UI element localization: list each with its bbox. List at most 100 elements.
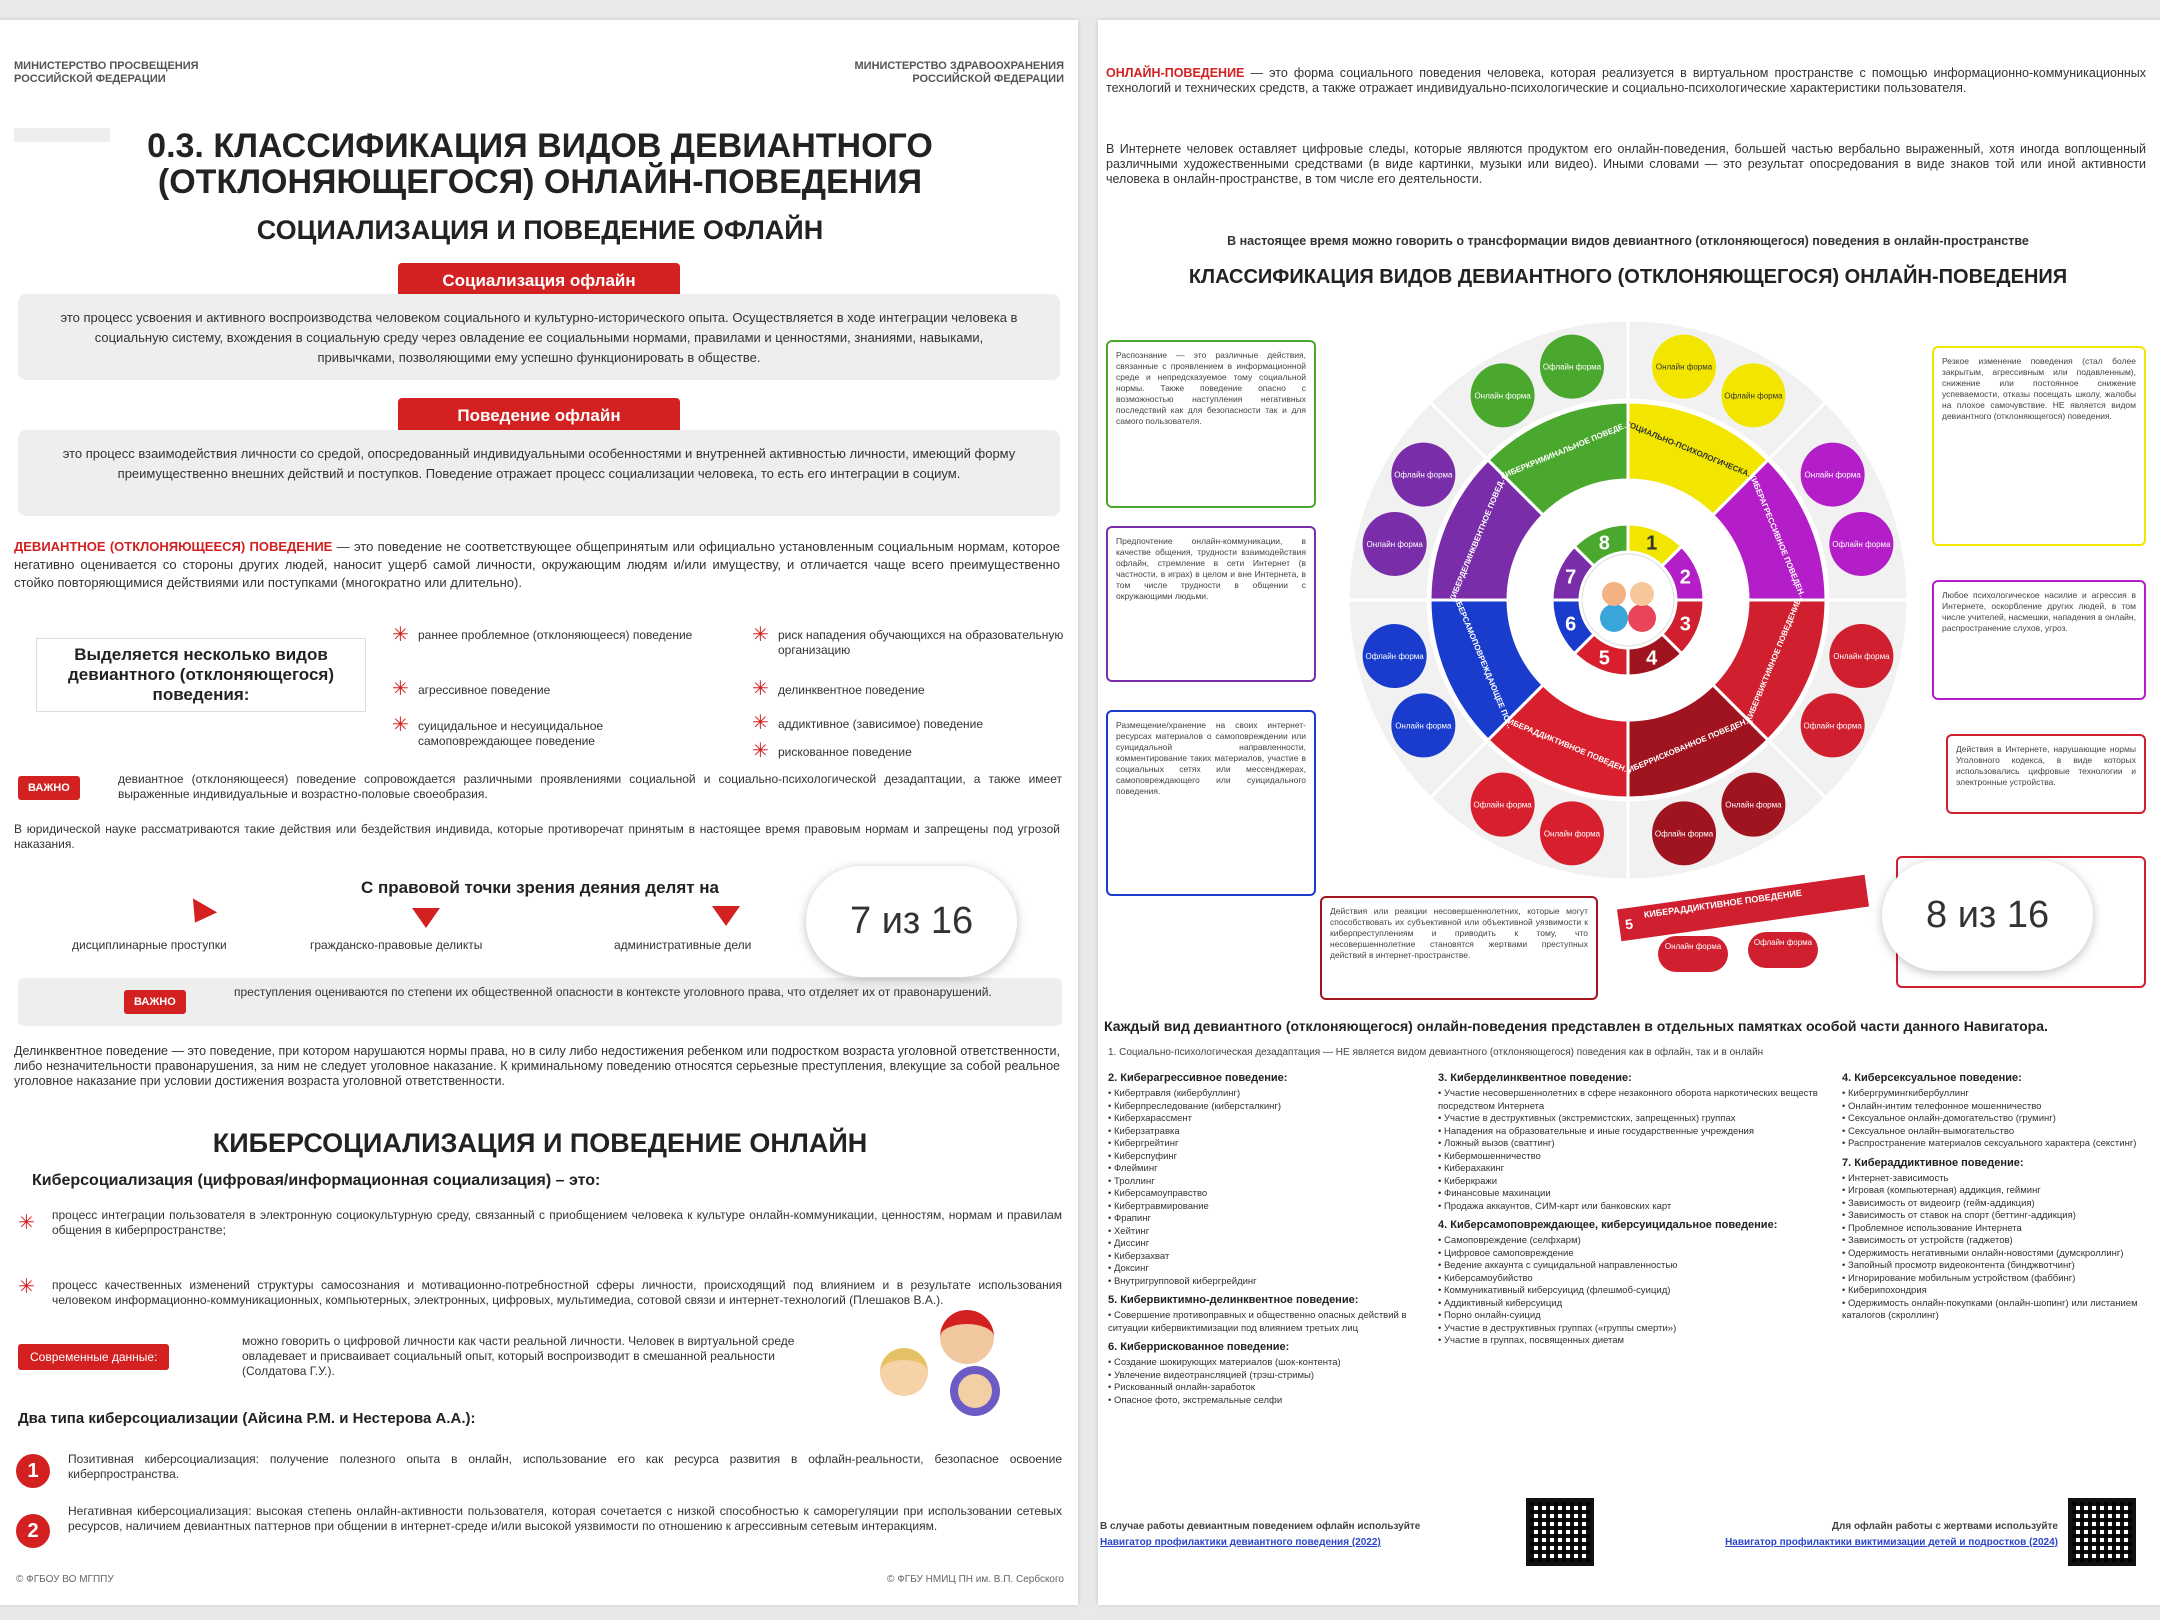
star-icon: ✳ bbox=[752, 712, 769, 734]
navigator-link-2022[interactable]: Навигатор профилактики девиантного повед… bbox=[1100, 1537, 1381, 1548]
list-item: Киберзатравка bbox=[1108, 1126, 1428, 1139]
online-form-label: Онлайн форма bbox=[1656, 363, 1713, 372]
sector-number: 4 bbox=[1646, 647, 1658, 669]
section-offline-heading: СОЦИАЛИЗАЦИЯ И ПОВЕДЕНИЕ ОФЛАЙН bbox=[256, 215, 824, 245]
wheel-inner-ring-segment bbox=[1542, 480, 1630, 547]
ministry-right: МИНИСТЕРСТВО ЗДРАВООХРАНЕНИЯ РОССИЙСКОЙ … bbox=[854, 60, 1064, 85]
type-item: риск нападения обучающихся на образовате… bbox=[778, 628, 1064, 657]
children-illustration bbox=[880, 1310, 1010, 1416]
col1-heading-2: 2. Киберагрессивное поведение: bbox=[1108, 1072, 1288, 1084]
legal-text: В юридической науке рассматриваются таки… bbox=[14, 822, 1060, 851]
list-item: Участие несовершеннолетних в сфере незак… bbox=[1438, 1088, 1818, 1113]
description-box-3: Действия в Интернете, нарушающие нормы У… bbox=[1946, 734, 2146, 814]
col3-list-4: КибергрумингкибербуллингОнлайн-интим тел… bbox=[1842, 1088, 2154, 1151]
description-box-7: Предпочтение онлайн-коммуникации, в каче… bbox=[1106, 526, 1316, 682]
arrow-down-icon bbox=[712, 906, 740, 926]
online-form-circle bbox=[1391, 693, 1456, 758]
col1-list-5: Совершение противоправных и общественно … bbox=[1108, 1310, 1428, 1335]
online-form-circle bbox=[1362, 511, 1427, 576]
list-item: Кибертравля (кибербуллинг) bbox=[1108, 1088, 1428, 1101]
star-icon: ✳ bbox=[392, 678, 409, 700]
online-behavior-definition: ОНЛАЙН-ПОВЕДЕНИЕ — это форма социального… bbox=[1106, 66, 2146, 95]
offline-form-circle bbox=[1539, 334, 1604, 399]
list-item: Флейминг bbox=[1108, 1163, 1428, 1176]
list-item: Рискованный онлайн-заработок bbox=[1108, 1382, 1428, 1395]
page-counter-7: 7 из 16 bbox=[806, 866, 1018, 977]
col2-heading-4: 4. Киберсамоповреждающее, киберсуицидаль… bbox=[1438, 1219, 1778, 1231]
list-item: Распространение материалов сексуального … bbox=[1842, 1138, 2154, 1151]
list-item: Сексуальное онлайн-вымогательство bbox=[1842, 1126, 2154, 1139]
legal-heading: С правовой точки зрения деяния делят на bbox=[360, 878, 720, 897]
list-item: Онлайн-интим телефонное мошенничество bbox=[1842, 1101, 2154, 1114]
list-item: Цифровое самоповреждение bbox=[1438, 1248, 1818, 1261]
offline-form-label: Офлайн форма bbox=[1803, 721, 1862, 730]
list-item: Сексуальное онлайн-домогательство (груми… bbox=[1842, 1113, 2154, 1126]
list-item: Киберкражи bbox=[1438, 1176, 1818, 1189]
navigator-link-2024[interactable]: Навигатор профилактики виктимизации дете… bbox=[1725, 1537, 2058, 1548]
list-item: Участие в группах, посвященных диетам bbox=[1438, 1335, 1818, 1348]
list-item: Троллинг bbox=[1108, 1176, 1428, 1189]
list-item: Совершение противоправных и общественно … bbox=[1108, 1310, 1428, 1335]
online-form-circle bbox=[1829, 624, 1894, 689]
description-box-6: Размещение/хранение на своих интернет-ре… bbox=[1106, 710, 1316, 896]
list-item: Продажа аккаунтов, СИМ-карт или банковск… bbox=[1438, 1201, 1818, 1214]
arrow-down-icon bbox=[412, 908, 440, 928]
online-form-circle bbox=[1721, 772, 1786, 837]
child-head-icon bbox=[1602, 582, 1626, 606]
list-item: Зависимость от устройств (гаджетов) bbox=[1842, 1235, 2154, 1248]
important-text-1: девиантное (отклоняющееся) поведение соп… bbox=[118, 772, 1062, 801]
description-box-4: Действия или реакции несовершеннолетних,… bbox=[1320, 896, 1598, 1000]
col3-heading-7: 7. Кибераддиктивное поведение: bbox=[1842, 1156, 2024, 1169]
list-item: Финансовые махинации bbox=[1438, 1188, 1818, 1201]
offline-form-circle bbox=[1652, 801, 1717, 866]
star-icon: ✳ bbox=[752, 624, 769, 646]
star-icon: ✳ bbox=[18, 1276, 35, 1298]
sector-number: 6 bbox=[1565, 614, 1576, 636]
list-item: Проблемное использование Интернета bbox=[1842, 1223, 2154, 1236]
legal-type: дисциплинарные проступки bbox=[72, 938, 227, 952]
list-item: Киберипохондрия bbox=[1842, 1285, 2154, 1298]
col1-heading-6: 6. Киберрискованное поведение: bbox=[1108, 1341, 1290, 1353]
offline-form-circle bbox=[1391, 442, 1456, 507]
legal-type: гражданско-правовые деликты bbox=[310, 938, 483, 952]
online-form-circle bbox=[1800, 442, 1865, 507]
offline-form-circle bbox=[1362, 624, 1427, 689]
negative-cybersocialization: Негативная киберсоциализация: высокая ст… bbox=[68, 1504, 1062, 1533]
list-item: Киберпреследование (киберсталкинг) bbox=[1108, 1101, 1428, 1114]
list-item: Кибергрейтинг bbox=[1108, 1138, 1428, 1151]
offline-form-label: Офлайн форма bbox=[1832, 540, 1891, 549]
online-form-label: Онлайн форма bbox=[1833, 652, 1890, 661]
qr-code-left bbox=[1526, 1498, 1594, 1566]
online-form-circle bbox=[1539, 801, 1604, 866]
list-item: Киберахакинг bbox=[1438, 1163, 1818, 1176]
col1-list-2: Кибертравля (кибербуллинг)Киберпреследов… bbox=[1108, 1088, 1428, 1288]
online-form-circle bbox=[1470, 363, 1535, 428]
sector-number: 1 bbox=[1646, 533, 1657, 555]
child-body-icon bbox=[1628, 604, 1656, 632]
positive-cybersocialization: Позитивная киберсоциализация: получение … bbox=[68, 1452, 1062, 1481]
important-box-2 bbox=[18, 978, 1062, 1026]
footer-right: © ФГБУ НМИЦ ПН им. В.П. Сербского bbox=[887, 1574, 1064, 1585]
star-icon: ✳ bbox=[392, 714, 409, 736]
list-item: Создание шокирующих материалов (шок-конт… bbox=[1108, 1357, 1428, 1370]
number-badge-2: 2 bbox=[16, 1514, 50, 1548]
type-item: делинквентное поведение bbox=[778, 683, 925, 697]
sector-number: 2 bbox=[1680, 566, 1691, 588]
wheel-center bbox=[1581, 553, 1675, 647]
list-item: Аддиктивный киберсуицид bbox=[1438, 1298, 1818, 1311]
online-form-label: Онлайн форма bbox=[1366, 540, 1423, 549]
two-types-heading: Два типа киберсоциализации (Айсина Р.М. … bbox=[18, 1410, 476, 1427]
description-box-8: Распознание — это различные действия, св… bbox=[1106, 340, 1316, 508]
page-title: 0.3. КЛАССИФИКАЦИЯ ВИДОВ ДЕВИАНТНОГО (ОТ… bbox=[147, 127, 933, 201]
type-item: раннее проблемное (отклоняющееся) поведе… bbox=[418, 628, 693, 642]
list-item: Порно онлайн-суицид bbox=[1438, 1310, 1818, 1323]
star-icon: ✳ bbox=[752, 740, 769, 762]
offline-form-circle bbox=[1829, 511, 1894, 576]
sector-number: 3 bbox=[1680, 614, 1691, 636]
offline-form-circle bbox=[1721, 363, 1786, 428]
type-item: суицидальное и несуицидальное самоповреж… bbox=[418, 719, 604, 748]
number-badge-1: 1 bbox=[16, 1454, 50, 1488]
offline-form-label: Офлайн форма bbox=[1724, 391, 1783, 400]
col1-list-6: Создание шокирующих материалов (шок-конт… bbox=[1108, 1357, 1428, 1407]
delinquent-text: Делинквентное поведение — это поведение,… bbox=[14, 1044, 1060, 1088]
